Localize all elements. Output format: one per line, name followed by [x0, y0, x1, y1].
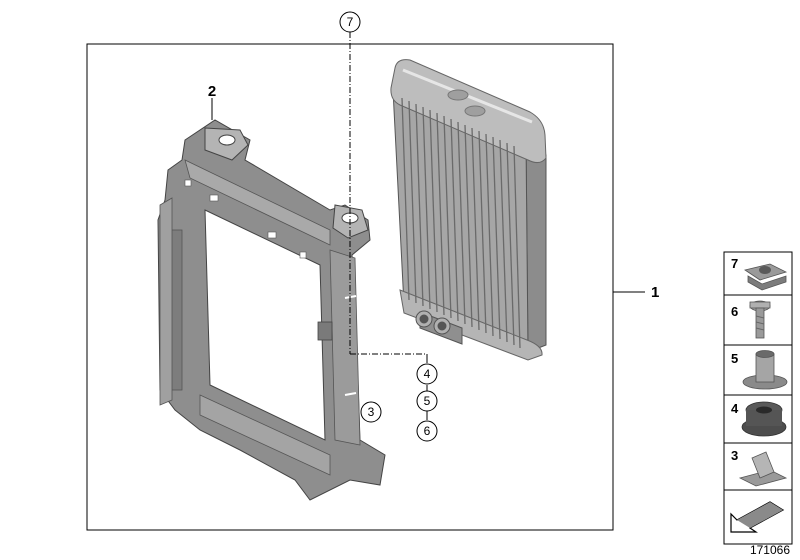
panel-row-6: 6 [731, 300, 771, 339]
parts-panel: 7 6 5 [723, 251, 793, 545]
panel-row-5-label: 5 [731, 351, 738, 366]
diagram-reference-number: 171066 [750, 543, 790, 557]
panel-row-6-label: 6 [731, 304, 738, 319]
callout-4-label: 4 [424, 367, 431, 381]
callout-3: 3 [360, 401, 382, 423]
callout-7-label: 7 [347, 15, 354, 29]
panel-row-3: 3 [731, 448, 788, 487]
spring-clip-icon [738, 451, 788, 487]
direction-arrow-icon [730, 501, 785, 533]
panel-row-3-label: 3 [731, 448, 738, 463]
bracket-frame-part [157, 119, 386, 501]
panel-row-5: 5 [731, 350, 788, 390]
rubber-bushing-icon [742, 350, 788, 390]
callout-3-label: 3 [368, 405, 375, 419]
panel-row-7-label: 7 [731, 256, 738, 271]
callout-5: 5 [416, 390, 438, 412]
callout-6-label: 6 [424, 424, 431, 438]
callout-4: 4 [416, 363, 438, 385]
panel-row-7: 7 [731, 256, 788, 291]
callout-2-label: 2 [208, 83, 216, 100]
radiator-part [390, 59, 547, 361]
callout-7: 7 [339, 11, 361, 33]
callout-5-label: 5 [424, 394, 431, 408]
panel-row-4-label: 4 [731, 401, 739, 416]
callout-6: 6 [416, 420, 438, 442]
clip-nut-icon [744, 263, 788, 291]
callout-1-label: 1 [651, 284, 659, 301]
panel-row-4: 4 [731, 401, 787, 437]
grommet-icon [741, 401, 787, 437]
bolt-icon [749, 300, 771, 339]
